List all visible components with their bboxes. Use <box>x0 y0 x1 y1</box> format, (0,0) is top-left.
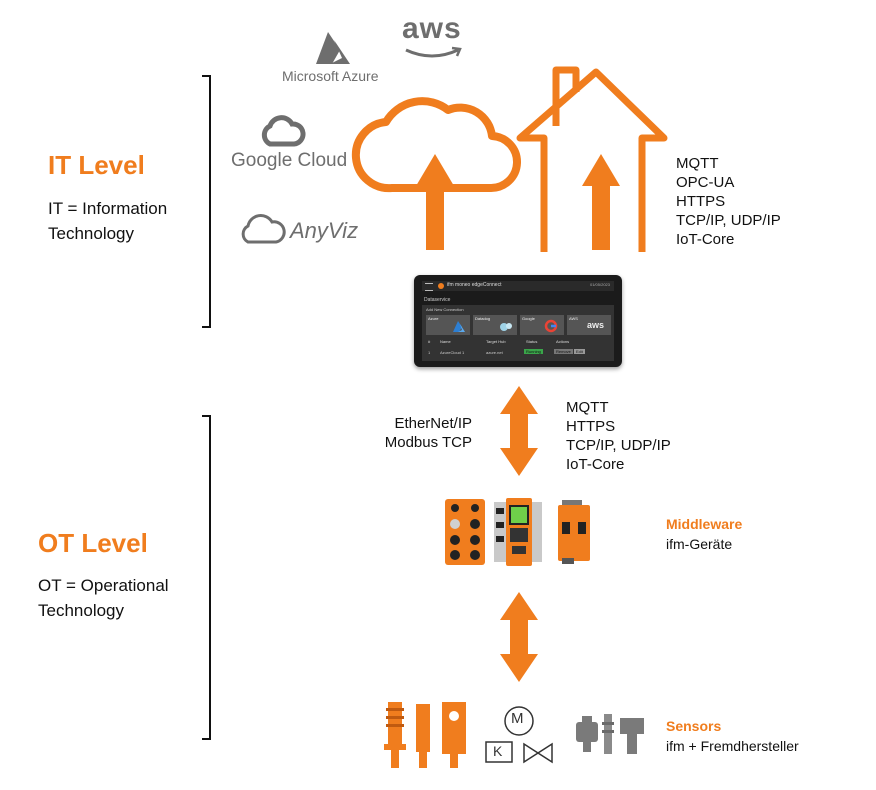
it-level-bracket <box>202 75 211 328</box>
ot-desc-line2: Technology <box>38 601 125 620</box>
card-azure[interactable]: Azure <box>426 315 470 335</box>
cloud-icon <box>351 97 521 193</box>
sensors-subtitle: ifm + Fremdhersteller <box>666 738 799 754</box>
pressure-sensor-icon <box>576 716 598 752</box>
th-status: Status <box>526 339 538 344</box>
it-protocol-list: MQTT OPC-UA HTTPS TCP/IP, UDP/IP IoT-Cor… <box>676 154 781 249</box>
screen-subsection: Add New Connection <box>426 307 464 312</box>
inductive-sensor-icon <box>384 702 406 768</box>
it-desc-line2: Technology <box>48 224 135 243</box>
aws-smile-icon <box>405 46 462 58</box>
valve-icon <box>523 742 553 764</box>
middleware-title: Middleware <box>666 516 743 532</box>
th-actions: Actions <box>556 339 570 344</box>
card-datadog[interactable]: Datadog <box>473 315 517 335</box>
card-google-label: Google <box>522 316 535 321</box>
row-remove-button[interactable]: Remove <box>554 349 573 354</box>
it-protocol: TCP/IP, UDP/IP <box>676 212 781 229</box>
temperature-sensor-icon <box>620 718 644 754</box>
google-mark-icon <box>544 319 558 333</box>
gateway-device-icon <box>558 500 590 564</box>
it-level-description: IT = Information Technology <box>48 196 167 246</box>
aws-mark-text: aws <box>587 320 605 330</box>
row-target: azure.net <box>486 350 503 355</box>
it-protocol: IoT-Core <box>676 231 735 248</box>
capacitive-sensor-icon <box>416 704 430 768</box>
iiot-protocol: MQTT <box>566 399 609 416</box>
flow-sensor-icon <box>602 714 614 754</box>
io-link-master-icon <box>445 499 485 565</box>
fieldbus-protocol: EtherNet/IP <box>394 415 472 432</box>
card-azure-label: Azure <box>428 316 439 321</box>
th-target: Target Hub <box>486 339 506 344</box>
azure-logo-icon <box>316 32 350 64</box>
screen-topbar: ifm moneo edgeConnect 01/05/2023 <box>422 281 614 291</box>
sensors-title: Sensors <box>666 718 722 734</box>
middleware-subtitle: ifm-Geräte <box>666 536 733 552</box>
screen-table-header: # Name Target Hub Status Actions <box>426 339 610 346</box>
screen-table-row: 1 AzureCloud 1 azure.net Running Remove … <box>426 349 610 357</box>
card-aws-label: AWS <box>569 316 578 321</box>
ot-desc-line1: OT = Operational <box>38 576 169 595</box>
datadog-mark-icon <box>500 323 512 331</box>
row-name: AzureCloud 1 <box>440 350 465 355</box>
it-protocol: HTTPS <box>676 193 726 210</box>
cloud-up-arrow-icon <box>416 154 454 250</box>
controller-device-icon <box>494 498 542 566</box>
card-google[interactable]: Google <box>520 315 564 335</box>
motor-label: M <box>511 710 524 727</box>
ot-level-bracket <box>202 415 211 740</box>
screen-section: Dataservice <box>424 297 451 303</box>
iiot-protocol-list: MQTT HTTPS TCP/IP, UDP/IP IoT-Core <box>566 398 671 474</box>
google-cloud-logo-text: Google Cloud <box>231 150 348 171</box>
iiot-protocol: TCP/IP, UDP/IP <box>566 437 671 454</box>
edge-device-screen: ifm moneo edgeConnect 01/05/2023 Dataser… <box>414 275 622 367</box>
it-desc-line1: IT = Information <box>48 199 168 218</box>
network-double-arrow-icon <box>500 386 538 476</box>
iiot-protocol: HTTPS <box>566 418 616 435</box>
fieldbus-protocol-list: EtherNet/IP Modbus TCP <box>376 414 472 452</box>
card-datadog-label: Datadog <box>475 316 491 321</box>
anyviz-cloud-icon <box>241 214 286 244</box>
iiot-protocol: IoT-Core <box>566 456 625 473</box>
menu-icon <box>425 283 433 291</box>
it-protocol: OPC-UA <box>676 174 735 191</box>
th-index: # <box>428 339 431 344</box>
azure-mark-icon <box>453 321 465 332</box>
ot-level-description: OT = Operational Technology <box>38 573 169 623</box>
screen-date: 01/05/2023 <box>589 282 610 287</box>
it-level-title: IT Level <box>48 150 145 180</box>
house-icon <box>516 66 668 252</box>
row-edit-button[interactable]: Edit <box>574 349 585 354</box>
it-protocol: MQTT <box>676 155 719 172</box>
fieldlevel-double-arrow-icon <box>500 592 538 682</box>
google-cloud-icon <box>261 115 306 147</box>
fieldbus-protocol: Modbus TCP <box>384 434 472 451</box>
azure-logo-text: Microsoft Azure <box>282 68 379 84</box>
motor-icon <box>504 706 534 736</box>
relay-icon <box>485 741 513 763</box>
th-name: Name <box>440 339 451 344</box>
row-index: 1 <box>428 350 431 355</box>
anyviz-logo-text: AnyViz <box>290 218 359 243</box>
row-status-badge: Running <box>524 349 543 354</box>
screen-panel: Add New Connection Azure Datadog Google … <box>422 305 614 361</box>
ot-level-title: OT Level <box>38 528 148 558</box>
brand-dot-icon <box>438 283 444 289</box>
screen-brand: ifm moneo edgeConnect <box>447 282 502 288</box>
card-aws[interactable]: AWS aws <box>567 315 611 335</box>
relay-label: K <box>493 743 503 759</box>
aws-logo-text: aws <box>402 12 462 45</box>
photoelectric-sensor-icon <box>442 702 466 768</box>
house-up-arrow-icon <box>582 154 620 250</box>
